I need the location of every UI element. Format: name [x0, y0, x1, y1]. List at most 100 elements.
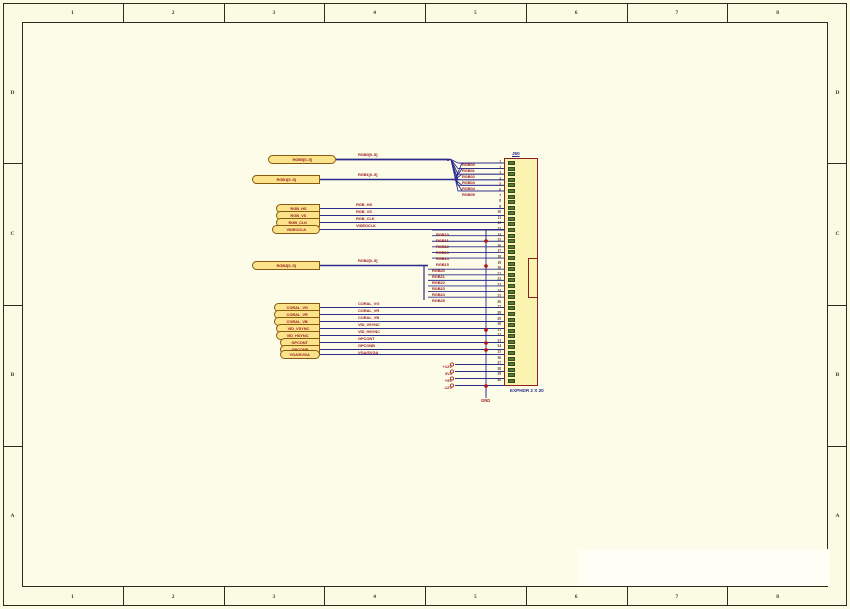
junction-dot [484, 239, 488, 243]
junction-dot [484, 328, 488, 332]
port-label: RGB_VS [290, 213, 306, 218]
zone-top-7: 7 [675, 9, 679, 16]
pin-pad[interactable] [508, 166, 515, 171]
port-p2[interactable]: RGB1[0..5] [252, 175, 320, 184]
pin-pad[interactable] [508, 205, 515, 210]
net-label: RGB13 [436, 250, 449, 255]
pin-pad[interactable] [508, 295, 515, 300]
zone-top-6: 6 [574, 9, 578, 16]
pin-pad[interactable] [508, 250, 515, 255]
net-label: RGB0[0..5] [358, 152, 378, 157]
zone-bottom-2: 2 [171, 593, 175, 600]
pin-pad[interactable] [508, 188, 515, 193]
power-port-marker [449, 376, 454, 381]
pin-pad[interactable] [508, 183, 515, 188]
pin-pad[interactable] [508, 317, 515, 322]
pin-pad[interactable] [508, 379, 515, 383]
zone-bottom-5: 5 [474, 593, 477, 600]
pin-pad[interactable] [508, 339, 515, 344]
pin-pad[interactable] [508, 177, 515, 182]
zone-top-8: 8 [776, 9, 779, 16]
port-p1[interactable]: RGB0[0..5] [268, 155, 336, 164]
port-label: VID_HSYNC [287, 333, 309, 338]
pin-number: 33 [497, 338, 501, 343]
zone-bottom-6: 6 [574, 593, 578, 600]
port-p15[interactable]: VGA/SVGA [280, 350, 320, 359]
pin-number: 2 [499, 165, 501, 170]
pin-number: 34 [497, 344, 501, 349]
power-net-label: +12V [442, 364, 452, 369]
pin-pad[interactable] [508, 323, 515, 328]
port-label: RGB_CLK [288, 220, 308, 225]
zone-bottom-7: 7 [675, 593, 679, 600]
net-label: RGB11 [436, 238, 449, 243]
zone-left-D: D [10, 89, 15, 96]
port-p6[interactable]: VIDEOCLK [272, 225, 320, 234]
pin-pad[interactable] [508, 216, 515, 221]
zone-divider [3, 304, 22, 306]
connector-second-row [528, 258, 538, 298]
pin-pad[interactable] [508, 211, 515, 216]
pin-pad[interactable] [508, 356, 515, 361]
net-label: RGB2[0..5] [358, 258, 378, 263]
net-label: VIDEOCLK [356, 223, 376, 228]
pin-pad[interactable] [508, 283, 515, 288]
zone-top-1: 1 [71, 9, 74, 16]
pin-pad[interactable] [508, 345, 515, 350]
pin-number: 31 [497, 327, 501, 332]
pin-pad[interactable] [508, 328, 515, 333]
port-label: RGB0[0..5] [292, 157, 312, 162]
pin-pad[interactable] [508, 194, 515, 199]
pin-pad[interactable] [508, 267, 515, 272]
pin-pad[interactable] [508, 200, 515, 205]
zone-divider [727, 587, 729, 606]
zone-bottom-3: 3 [272, 593, 276, 600]
net-label: RGB_VS [356, 209, 372, 214]
port-label: GPCONT [291, 340, 309, 345]
sheet-frame-inner [22, 22, 828, 587]
pin-number: 4 [499, 176, 501, 181]
pin-number: 15 [497, 238, 501, 243]
pin-pad[interactable] [508, 228, 515, 233]
pin-pad[interactable] [508, 161, 515, 165]
zone-divider [425, 3, 426, 22]
title-block [578, 549, 830, 586]
pin-pad[interactable] [508, 222, 515, 227]
pin-pad[interactable] [508, 239, 515, 244]
pin-pad[interactable] [508, 311, 515, 316]
pin-pad[interactable] [508, 367, 515, 372]
pin-pad[interactable] [508, 233, 515, 238]
wire [454, 179, 504, 186]
pin-pad[interactable] [508, 351, 515, 356]
zone-divider [324, 3, 326, 22]
pin-pad[interactable] [508, 373, 515, 378]
pin-pad[interactable] [508, 272, 515, 277]
pin-pad[interactable] [508, 306, 515, 311]
port-p7[interactable]: RGB2[0..5] [252, 261, 320, 270]
port-label: GPCONB [292, 347, 309, 352]
zone-top-3: 3 [272, 9, 276, 16]
net-label: CORAL_VR [358, 308, 380, 313]
net-label: RGB05 [462, 192, 475, 197]
net-label: VID_VSYNC [358, 322, 380, 327]
pin-number: 10 [497, 210, 501, 215]
net-label: RGB_HS [356, 202, 373, 207]
pin-number: 5 [499, 182, 501, 187]
pin-pad[interactable] [508, 300, 515, 305]
pin-pad[interactable] [508, 334, 515, 339]
pin-pad[interactable] [508, 278, 515, 283]
pin-pad[interactable] [508, 289, 515, 294]
pin-pad[interactable] [508, 362, 515, 367]
pin-pad[interactable] [508, 256, 515, 261]
zone-right-C: C [835, 230, 840, 237]
net-label: RGB15 [436, 262, 449, 267]
zone-top-5: 5 [474, 9, 477, 16]
zone-divider [122, 587, 124, 606]
pin-number: 24 [497, 288, 501, 293]
gnd-label: GND [481, 398, 491, 403]
pin-pad[interactable] [508, 244, 515, 249]
pin-pad[interactable] [508, 261, 515, 266]
pin-pad[interactable] [508, 172, 515, 177]
pin-number: 11 [497, 215, 501, 220]
net-label: RGB22 [432, 280, 445, 285]
